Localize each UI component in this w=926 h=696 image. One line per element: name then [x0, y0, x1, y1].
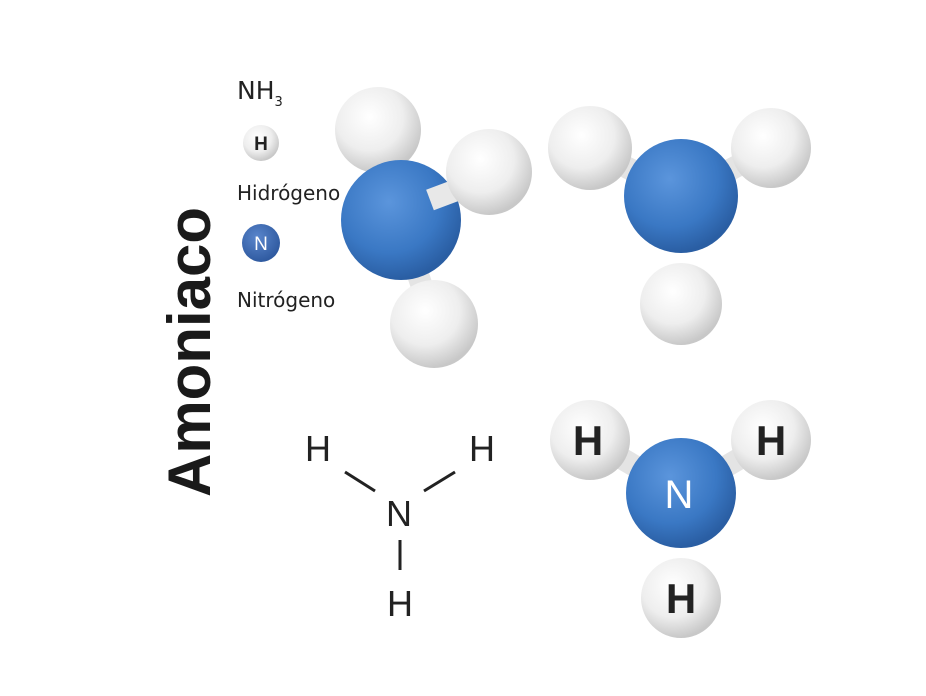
- hydrogen-label: Hidrógeno: [237, 181, 340, 205]
- nitrogen-symbol: N: [665, 473, 694, 517]
- bond-line: [344, 470, 376, 493]
- hydrogen-symbol: H: [254, 134, 268, 155]
- hydrogen-atom: [550, 400, 630, 480]
- bond-line: [423, 470, 456, 493]
- ammonia-3d-labeled: H H H N: [550, 400, 811, 638]
- structural-formula: H H N H: [305, 428, 495, 624]
- hydrogen-atom: [548, 106, 632, 190]
- nitrogen-atom: [341, 160, 461, 280]
- hydrogen-atom: [731, 108, 811, 188]
- legend-hydrogen: H Hidrógeno: [237, 125, 340, 205]
- hydrogen-symbol: H: [469, 428, 495, 469]
- formula: NH3: [237, 76, 283, 110]
- nitrogen-legend-icon: [242, 224, 280, 262]
- ammonia-3d-perspective: [335, 87, 532, 368]
- hydrogen-legend-icon: [243, 125, 279, 161]
- hydrogen-atom: [641, 558, 721, 638]
- nitrogen-atom: [624, 139, 738, 253]
- hydrogen-atom: [640, 263, 722, 345]
- nitrogen-label: Nitrógeno: [237, 288, 335, 312]
- nitrogen-symbol: N: [254, 234, 268, 255]
- hydrogen-atom: [446, 129, 532, 215]
- ammonia-3d-front: [548, 106, 811, 345]
- hydrogen-atom: [731, 400, 811, 480]
- legend-nitrogen: N Nitrógeno: [237, 224, 335, 312]
- title: Amoniaco: [156, 207, 223, 497]
- hydrogen-symbol: H: [666, 575, 696, 622]
- hydrogen-symbol: H: [387, 583, 413, 624]
- hydrogen-symbol: H: [573, 417, 603, 464]
- hydrogen-symbol: H: [756, 417, 786, 464]
- hydrogen-atom: [335, 87, 421, 173]
- nitrogen-symbol: N: [386, 493, 412, 534]
- hydrogen-symbol: H: [305, 428, 331, 469]
- nitrogen-atom: [626, 438, 736, 548]
- hydrogen-atom: [390, 280, 478, 368]
